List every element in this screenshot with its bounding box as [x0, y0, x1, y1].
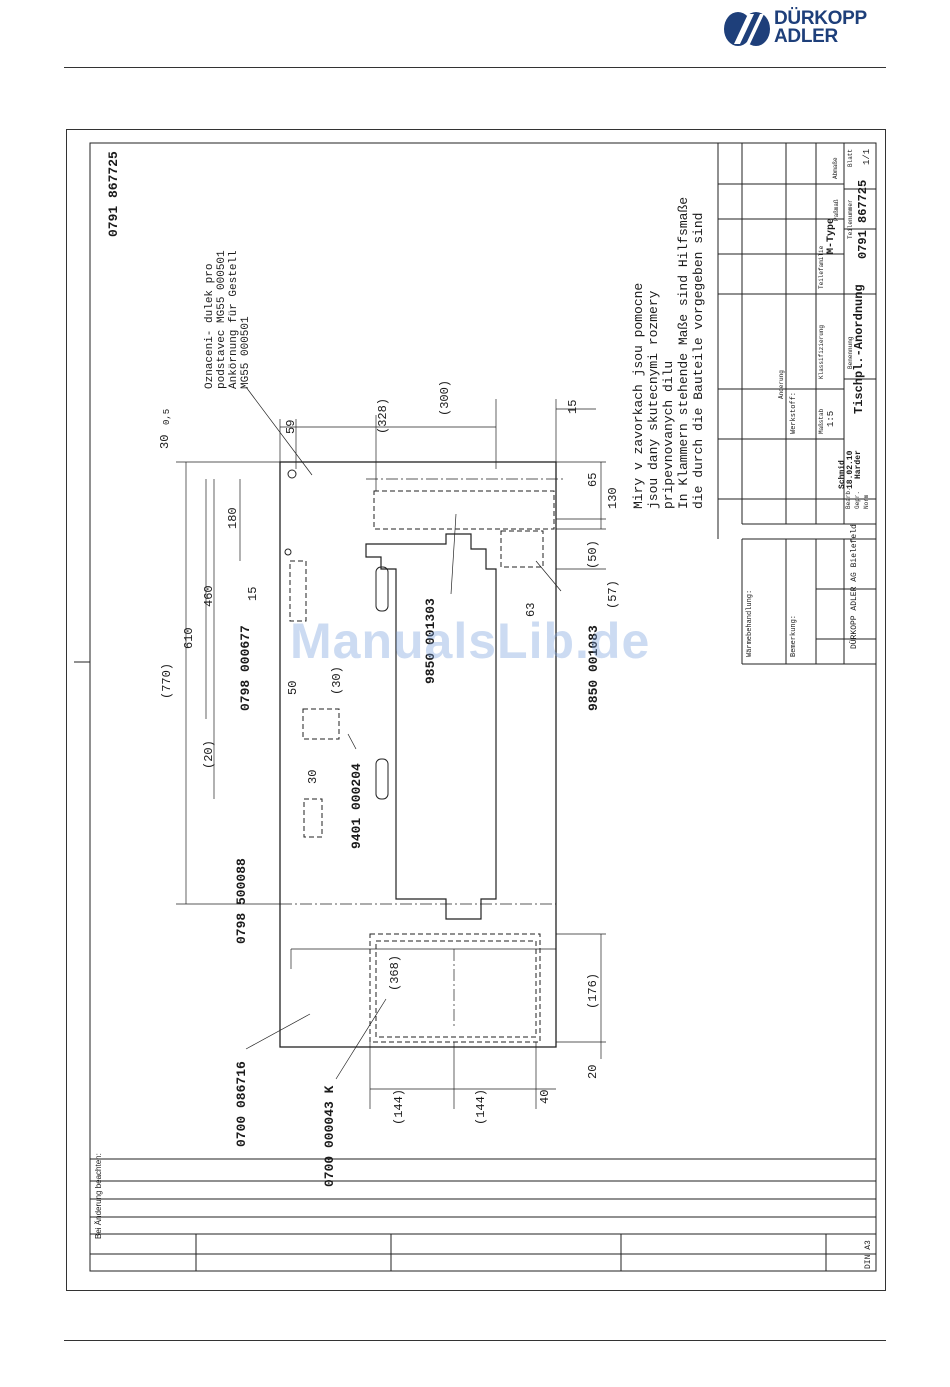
- tb-part-number: 0791 867725: [856, 179, 870, 259]
- tb-label-family: Teilefamilie: [818, 245, 825, 289]
- footer-rule: [64, 1340, 886, 1341]
- tb-label-edit: Bearb.: [845, 487, 852, 509]
- tb-label-class: Klassifizierung: [818, 324, 825, 379]
- logo-text: DÜRKOPP ADLER: [774, 8, 867, 47]
- part-label-4: 9401 000204: [349, 763, 364, 849]
- tb-sheet: 1/1: [862, 148, 872, 165]
- tb-title: Tischpl.-Anordnung: [852, 284, 866, 414]
- dim-328: (328): [376, 397, 390, 434]
- tb-company: DÜRKOPP ADLER AG Bielefeld: [850, 524, 859, 649]
- dim-144-b: (144): [474, 1088, 488, 1125]
- dim-130: 130: [606, 487, 620, 509]
- dim-0-5: 0,5: [162, 408, 172, 425]
- tb-label-sheet: Blatt: [847, 148, 854, 167]
- tb-label-dev: Abmaße: [832, 157, 839, 179]
- note-de-line2: MG55 000501: [240, 316, 252, 389]
- dim-15-mid: 15: [246, 586, 260, 601]
- tb-label-material: Werkstoff:: [790, 391, 798, 434]
- tb-label-partno: Teilenummer: [847, 199, 854, 239]
- dim-65: 65: [586, 472, 600, 487]
- dim-15-top: 15: [566, 399, 580, 414]
- dim-59: 59: [284, 419, 298, 434]
- dim-30-paren: (30): [330, 666, 344, 695]
- dim-180: 180: [226, 507, 240, 529]
- dim-40: 40: [538, 1089, 552, 1104]
- tb-label-name: Benennung: [847, 336, 854, 369]
- watermark-text: ManualsLib.de: [290, 613, 651, 669]
- logo-line2: ADLER: [774, 26, 838, 47]
- part-label-7: 0700 000043 K: [322, 1085, 337, 1187]
- dim-20-paren: (20): [202, 740, 216, 769]
- dim-50-paren: (50): [586, 540, 600, 569]
- tb-scale: 1:5: [826, 410, 836, 427]
- note-dims-de-2: die durch die Bauteile vorgegeben sind: [691, 212, 706, 509]
- dim-57: (57): [606, 580, 620, 609]
- note-cz-line2: podstavec MG55 000501: [216, 250, 228, 389]
- tb-label-fit: Paßmaß: [833, 199, 840, 221]
- tb-format: DIN A3: [864, 1240, 873, 1269]
- tb-type: M-Type: [826, 217, 837, 254]
- technical-drawing: 0791 867725 Oznaceni- dulek pro podstave…: [66, 129, 886, 1291]
- tb-drawn-by: Schmid: [838, 460, 847, 489]
- dim-30: 30: [158, 434, 172, 449]
- tb-label-scale: Maßstab: [818, 408, 825, 434]
- part-label-3: 0798 000677: [238, 625, 253, 711]
- drawing-lines: [74, 142, 877, 1272]
- note-dims-cz-3: pripevnovanych dilu: [661, 360, 676, 509]
- tb-label-change: Änderung: [778, 370, 785, 399]
- tb-label-remark: Bemerkung:: [790, 614, 798, 657]
- note-de-line1: Ankörnung für Gestell: [228, 250, 240, 389]
- dim-50: 50: [286, 680, 300, 695]
- dim-610: 610: [182, 627, 196, 649]
- note-dims-cz-2: jsou dany skutecnymi rozmery: [646, 290, 661, 509]
- tb-label-heat: Wärmebehandlung:: [746, 589, 754, 657]
- note-dims-cz-1: Miry v zavorkach jsou pomocne: [631, 282, 646, 509]
- logo-line1: DÜRKOPP: [774, 8, 867, 29]
- tb-checked-by: Harder: [854, 450, 863, 479]
- part-label-5: 0798 500088: [234, 858, 249, 944]
- note-dims-de-1: In Klammern stehende Maße sind Hilfsmaße: [676, 196, 691, 509]
- dim-144-a: (144): [392, 1088, 406, 1125]
- dim-30-b: 30: [306, 769, 320, 784]
- drawing-sheet-frame: [66, 129, 886, 1291]
- dim-300: (300): [438, 379, 452, 416]
- logo-mark-icon: [724, 12, 770, 46]
- dim-20-bottom: 20: [586, 1064, 600, 1079]
- dim-368: (368): [388, 954, 402, 991]
- tb-label-check: Gepr.: [854, 490, 861, 509]
- tb-label-norm: Norm: [863, 494, 870, 509]
- dim-770: (770): [160, 662, 174, 699]
- doc-number-top: 0791 867725: [106, 151, 121, 237]
- dim-176: (176): [586, 972, 600, 1009]
- part-label-6: 0700 086716: [234, 1061, 249, 1147]
- note-cz-line1: Oznaceni- dulek pro: [204, 263, 216, 389]
- change-notice: Bei Änderung beachten:: [94, 1153, 103, 1239]
- header-rule: [64, 67, 886, 68]
- dim-460: 460: [202, 585, 216, 607]
- company-logo: DÜRKOPP ADLER: [722, 8, 892, 50]
